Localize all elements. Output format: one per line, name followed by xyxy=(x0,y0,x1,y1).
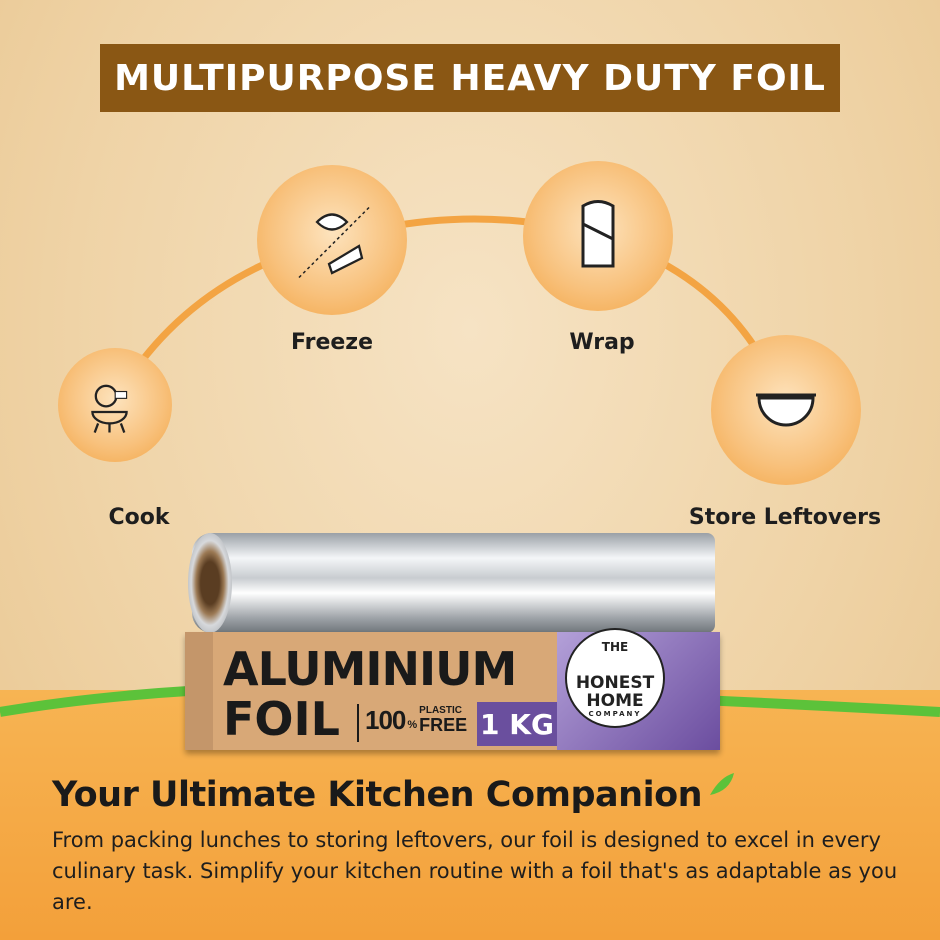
brand-logo: THE HONEST HOME COMPANY xyxy=(565,628,665,728)
use-label-store: Store Leftovers xyxy=(688,505,882,530)
title-banner: MULTIPURPOSE HEAVY DUTY FOIL xyxy=(100,44,840,112)
wrap-burrito-icon xyxy=(581,200,615,268)
box-title-line1: ALUMINIUM xyxy=(223,642,517,696)
box-title-line2: FOIL xyxy=(223,692,340,746)
wrap-circle xyxy=(523,161,673,311)
use-label-freeze: Freeze xyxy=(290,330,374,355)
box-separator xyxy=(357,704,359,742)
box-side xyxy=(185,632,213,750)
foil-roll-end xyxy=(188,533,232,633)
use-label-wrap: Wrap xyxy=(569,330,635,355)
footer-description: From packing lunches to storing leftover… xyxy=(52,828,898,914)
footer-heading: Your Ultimate Kitchen Companion xyxy=(52,775,703,815)
foil-roll xyxy=(192,533,715,633)
bowl-icon xyxy=(756,393,816,427)
fish-cheese-icon xyxy=(298,206,371,279)
freeze-circle xyxy=(257,165,407,315)
cook-circle xyxy=(58,348,172,462)
grill-chicken-icon xyxy=(91,384,128,433)
store-circle xyxy=(711,335,861,485)
weight-badge: 1 KG xyxy=(477,702,557,746)
use-label-cook: Cook xyxy=(108,505,170,530)
